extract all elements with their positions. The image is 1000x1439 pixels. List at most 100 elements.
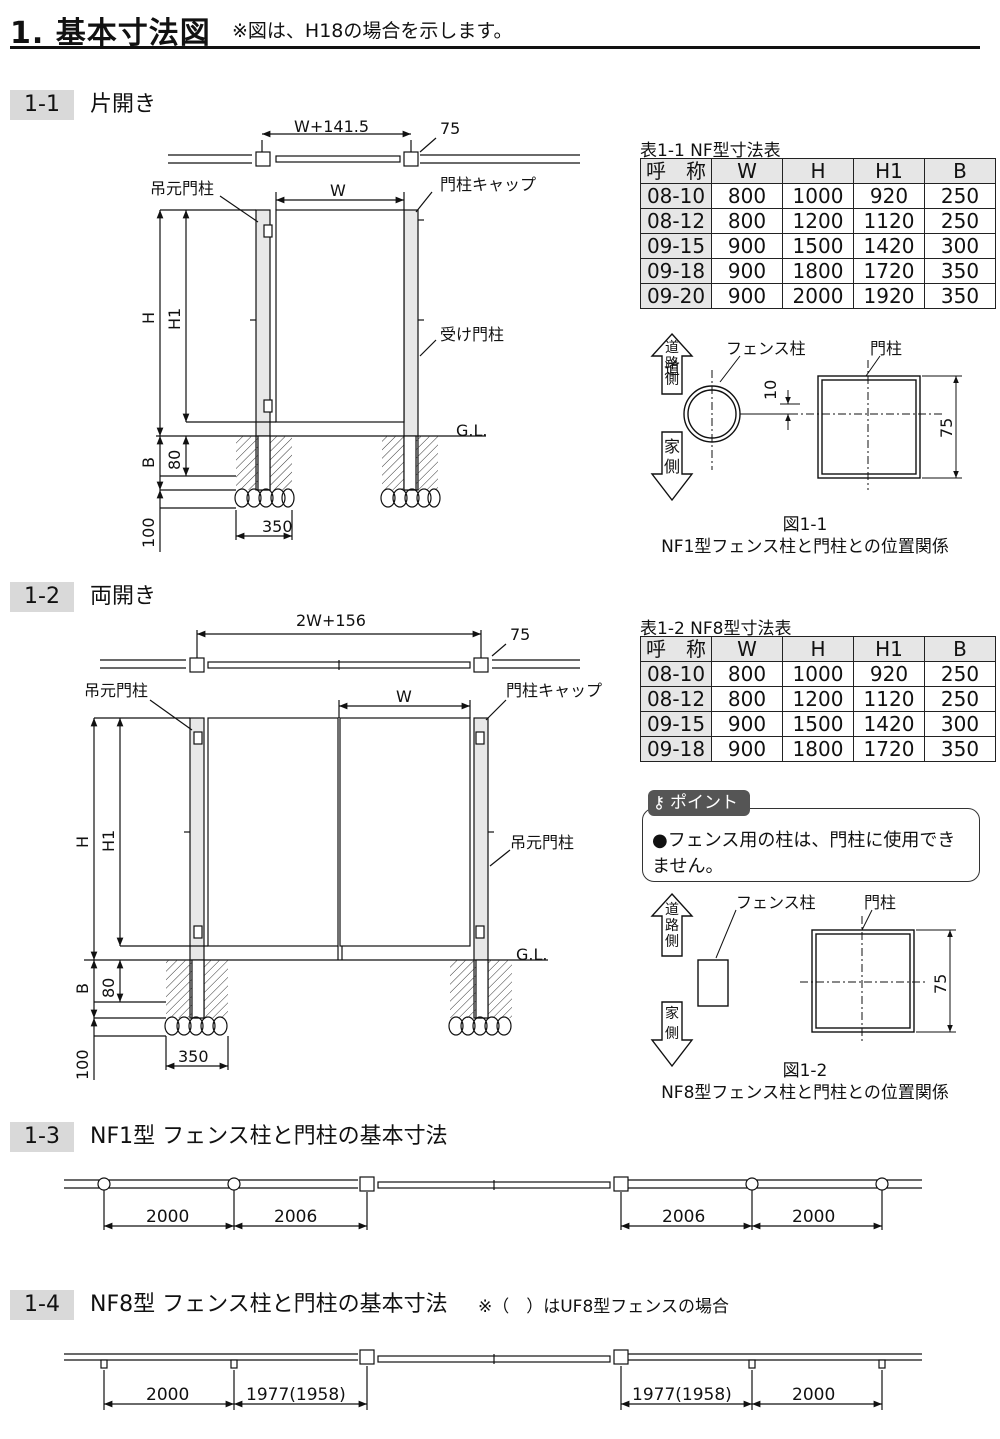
part-label: 吊元門柱 [150, 179, 214, 198]
table-cell: 08-10 [640, 183, 712, 209]
table-header-row: 呼 称 W H H1 B [640, 158, 996, 184]
road-char: 路 [665, 918, 679, 934]
table-cell: 800 [711, 208, 783, 234]
fig-1-3 [64, 1176, 922, 1230]
fig-1-3-labels: 2000 2006 2006 2000 [146, 1207, 835, 1227]
dim-label: H [73, 836, 92, 848]
dim-label: H [139, 312, 158, 324]
table-cell: 1000 [782, 661, 854, 687]
house-side-arrow-icon [650, 1001, 694, 1068]
house-char: 家 [664, 437, 680, 456]
section-header-1-1: 1-1 片開き [10, 90, 980, 120]
gate-post-label: 門柱 [870, 339, 902, 358]
dim-label: 2000 [146, 1207, 189, 1227]
figure-1-1-number: 図1-1 [782, 515, 828, 535]
fig-1-1 [156, 130, 580, 552]
dim-label: H1 [99, 830, 118, 852]
point-badge: ⚷ポイント [648, 790, 750, 816]
section-header-1-4: 1-4 NF8型 フェンス柱と門柱の基本寸法 ※（ ）はUF8型フェンスの場合 [10, 1290, 980, 1320]
part-label: 門柱キャップ [506, 681, 602, 700]
dim-label: 350 [178, 1047, 209, 1066]
position-diagram-1-labels: 道 フェンス柱 門柱 10 75 家 側 [664, 339, 956, 476]
table-cell: 900 [711, 258, 783, 284]
dim-label: 100 [73, 1049, 92, 1080]
table-cell: 09-15 [640, 233, 712, 259]
road-char: 側 [665, 934, 679, 950]
dim-label: 2000 [792, 1385, 835, 1405]
table-cell: 1800 [782, 258, 854, 284]
dim-label: 75 [440, 119, 460, 138]
table-header-cell: H1 [853, 158, 925, 184]
section-header-1-2: 1-2 両開き [10, 582, 980, 612]
dim-label: 2006 [662, 1207, 705, 1227]
table-cell: 09-18 [640, 736, 712, 762]
position-diagram-2-labels: フェンス柱 門柱 75 [736, 893, 950, 994]
table-cell: 09-20 [640, 283, 712, 309]
gravel-right [380, 488, 441, 508]
title-divider [10, 46, 980, 49]
part-label: 吊元門柱 [84, 681, 148, 700]
dim-label: W [330, 181, 346, 200]
dim-label: 350 [262, 517, 293, 536]
gravel-left [234, 488, 295, 508]
table-cell: 08-12 [640, 208, 712, 234]
section-title: NF1型 フェンス柱と門柱の基本寸法 [90, 1124, 448, 1149]
section-title: 片開き [90, 92, 157, 117]
figure-1-1-title: NF1型フェンス柱と門柱との位置関係 [661, 537, 949, 557]
table-header-cell: H [782, 158, 854, 184]
table-cell: 920 [853, 183, 925, 209]
road-side-arrow-icon [650, 332, 694, 395]
dim-label: 1977(1958) [632, 1385, 732, 1405]
dim-label: W+141.5 [294, 117, 369, 136]
gate-post-label: 門柱 [864, 893, 896, 912]
fence-post-label: フェンス柱 [736, 893, 816, 912]
table-cell: 1420 [853, 233, 925, 259]
house-char: 側 [664, 457, 680, 476]
dim-label: B [139, 457, 158, 468]
house-char: 家 [665, 1005, 679, 1022]
road-chars-1: 道 路 側 [665, 340, 679, 388]
dim-label: 80 [165, 450, 184, 470]
table-header-cell: B [924, 636, 996, 662]
gravel-left [164, 1016, 228, 1036]
position-diagram-1 [650, 332, 962, 502]
table-cell: 900 [711, 283, 783, 309]
dim-label: 80 [99, 978, 118, 998]
table-cell: 250 [924, 208, 996, 234]
table-header-row: 呼 称 W H H1 B [640, 636, 996, 662]
dim-label: H1 [165, 308, 184, 330]
house-char: 側 [665, 1026, 679, 1042]
road-char: 側 [665, 372, 679, 388]
table-cell: 1200 [782, 686, 854, 712]
dim-label: 2000 [792, 1207, 835, 1227]
table-1-1-caption: 表1-1 NF型寸法表 [640, 141, 781, 161]
table-cell: 08-10 [640, 661, 712, 687]
table-cell: 1000 [782, 183, 854, 209]
position-diagram-2 [650, 892, 956, 1068]
fig-1-2-labels: 2W+156 75 W 吊元門柱 門柱キャップ 吊元門柱 G.L. 350 H … [73, 611, 602, 1080]
point-box [642, 808, 980, 882]
table-header-cell: W [711, 636, 783, 662]
table-cell: 350 [924, 258, 996, 284]
dim-label: 2006 [274, 1207, 317, 1227]
table-cell: 08-12 [640, 686, 712, 712]
point-text: ●フェンス用の柱は、門柱に使用できません。 [652, 830, 956, 877]
dim-label: 2000 [146, 1385, 189, 1405]
road-side-arrow-icon [650, 892, 694, 957]
table-cell: 1200 [782, 208, 854, 234]
gl-label: G.L. [456, 421, 487, 440]
road-chars-2: 道 路 側 家 側 [665, 902, 679, 1042]
table-cell: 900 [711, 711, 783, 737]
table-cell: 1120 [853, 208, 925, 234]
section-number: 1-2 [10, 582, 74, 612]
table-header-cell: W [711, 158, 783, 184]
table-cell: 1720 [853, 736, 925, 762]
dim-label: 100 [139, 517, 158, 548]
table-cell: 1800 [782, 736, 854, 762]
dim-label: 2W+156 [296, 611, 366, 630]
fig-1-4 [64, 1349, 922, 1410]
fig-1-2 [84, 630, 580, 1080]
